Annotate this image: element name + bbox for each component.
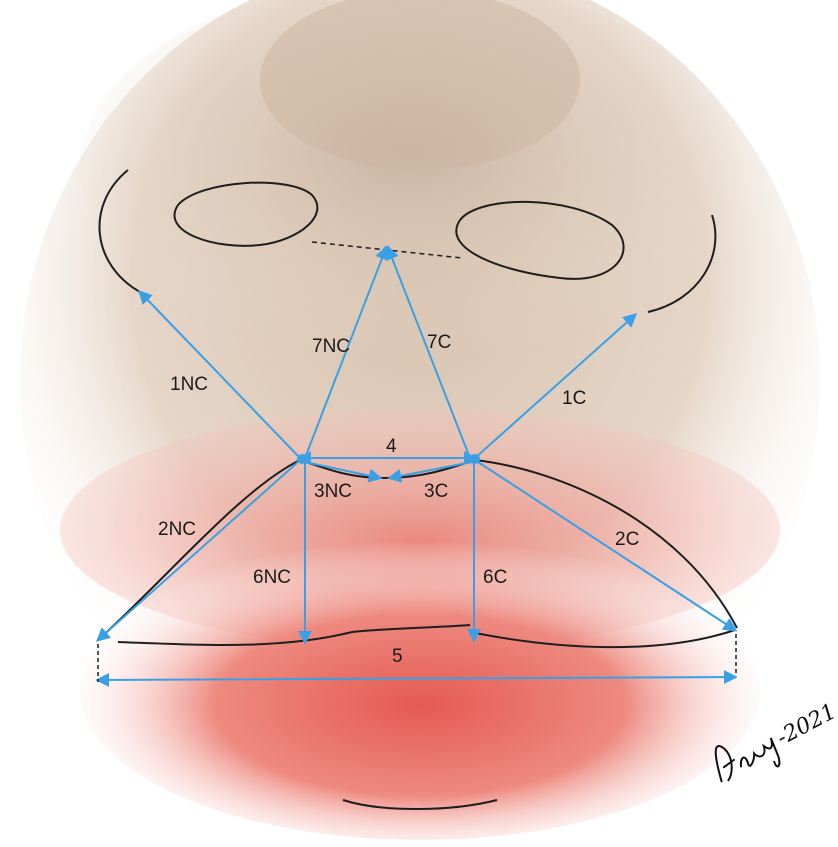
point-subnasale	[383, 246, 391, 254]
label-1c: 1C	[562, 388, 586, 409]
label-7nc: 7NC	[312, 336, 350, 357]
label-1nc: 1NC	[170, 374, 208, 395]
label-3c: 3C	[424, 481, 448, 502]
signature-year: -2021	[773, 699, 838, 751]
label-6c: 6C	[483, 567, 507, 588]
label-5: 5	[392, 646, 403, 667]
label-7c: 7C	[427, 332, 451, 353]
label-2nc: 2NC	[158, 519, 196, 540]
label-2c: 2C	[615, 529, 639, 550]
point-crista-philtri-nc	[297, 454, 307, 464]
point-crista-philtri-c	[470, 454, 480, 464]
label-4: 4	[386, 436, 397, 457]
label-3nc: 3NC	[314, 481, 352, 502]
label-6nc: 6NC	[253, 567, 291, 588]
